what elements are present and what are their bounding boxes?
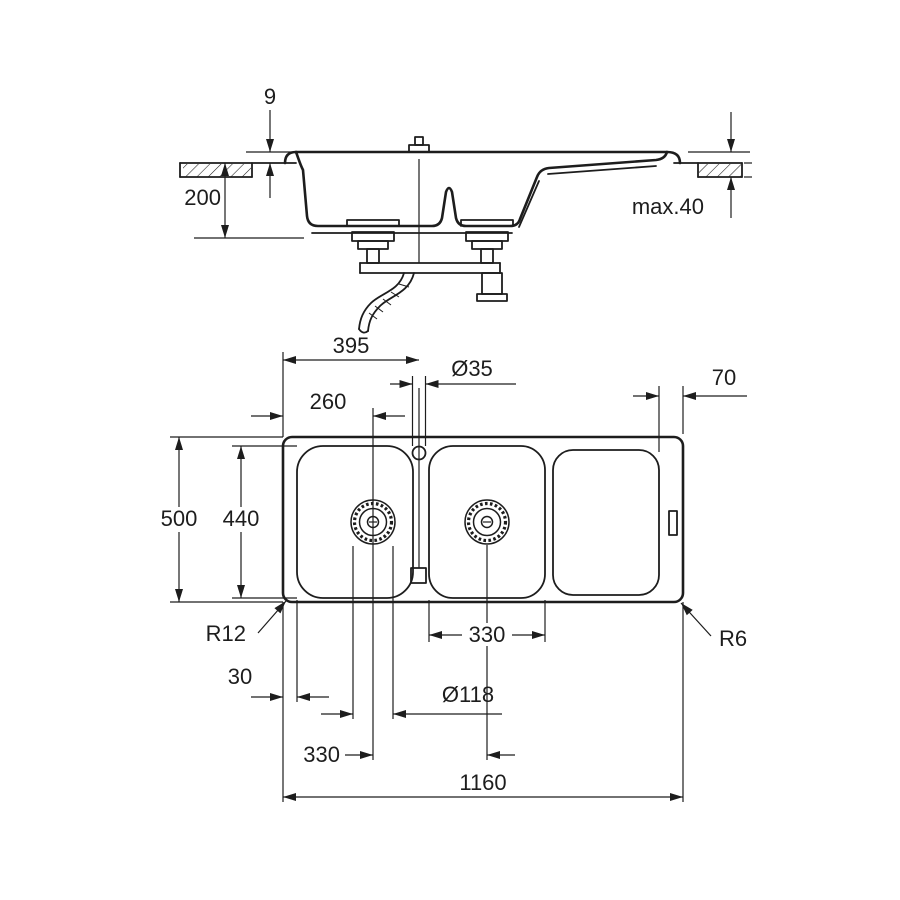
dim-label-right-bowl-width: 330 — [469, 622, 506, 647]
dim-overall-length: 1160 — [283, 770, 683, 801]
plan-view: 395 Ø35 70 260 500 4 — [156, 333, 747, 802]
faucet-hole-plug — [408, 136, 430, 263]
sink-section-profile — [283, 150, 682, 234]
countertop-hatch-left — [183, 164, 251, 177]
countertop-right — [673, 162, 743, 178]
drain-assembly-left — [346, 219, 400, 264]
dim-tap-from-left: 395 — [283, 333, 419, 364]
dim-label-basin-depth: 200 — [184, 185, 221, 210]
drainboard — [552, 449, 660, 596]
dim-drain-dia: Ø118 — [321, 682, 502, 718]
dim-rim-height: 9 — [246, 84, 294, 198]
dim-bowl-from-left: 260 — [251, 389, 405, 420]
callout-right-corner-radius: R6 — [680, 602, 747, 651]
elbow-outlet — [481, 272, 503, 295]
flex-hose — [358, 272, 415, 334]
sink-outline — [281, 435, 685, 604]
dim-label-left-edge: 30 — [228, 664, 252, 689]
dim-label-overall-length: 1160 — [459, 770, 506, 795]
waste-pipe — [359, 262, 508, 302]
dim-left-edge: 30 — [228, 664, 329, 701]
dim-label-right-edge: 70 — [712, 365, 736, 390]
dim-label-counter-thickness: max.40 — [632, 194, 704, 219]
dim-right-bowl-width: 330 — [429, 622, 545, 647]
dim-label-left-corner-radius: R12 — [206, 621, 246, 646]
dim-counter-thickness: max.40 — [632, 112, 752, 219]
dim-label-right-corner-radius: R6 — [719, 626, 747, 651]
dim-label-drain-dia: Ø118 — [442, 682, 494, 707]
dim-right-edge: 70 — [633, 365, 747, 400]
dim-label-overall-width: 500 — [161, 506, 198, 531]
dim-label-bowl-spacing: 330 — [303, 742, 340, 767]
dim-label-inner-width: 440 — [223, 506, 260, 531]
side-section-view: 9 200 max.40 — [179, 84, 752, 334]
left-bowl — [296, 445, 414, 599]
dim-label-tap-from-left: 395 — [333, 333, 370, 358]
dim-label-tap-hole-dia: Ø35 — [451, 356, 493, 381]
drain-assembly-right — [460, 219, 514, 264]
countertop-hatch-right — [699, 164, 741, 177]
dim-inner-width: 440 — [218, 446, 264, 598]
countertop-left — [179, 162, 297, 178]
dim-tap-hole-dia: Ø35 — [390, 356, 516, 388]
callout-left-corner-radius: R12 — [206, 600, 287, 646]
dim-basin-depth: 200 — [184, 163, 304, 239]
dim-label-rim-height: 9 — [264, 84, 276, 109]
dim-bowl-spacing: 330 — [303, 742, 515, 767]
edge-slot — [668, 510, 678, 536]
dim-overall-width: 500 — [156, 437, 202, 602]
extension-lines — [170, 352, 684, 802]
drain-right — [464, 499, 510, 545]
dim-label-bowl-from-left: 260 — [310, 389, 347, 414]
